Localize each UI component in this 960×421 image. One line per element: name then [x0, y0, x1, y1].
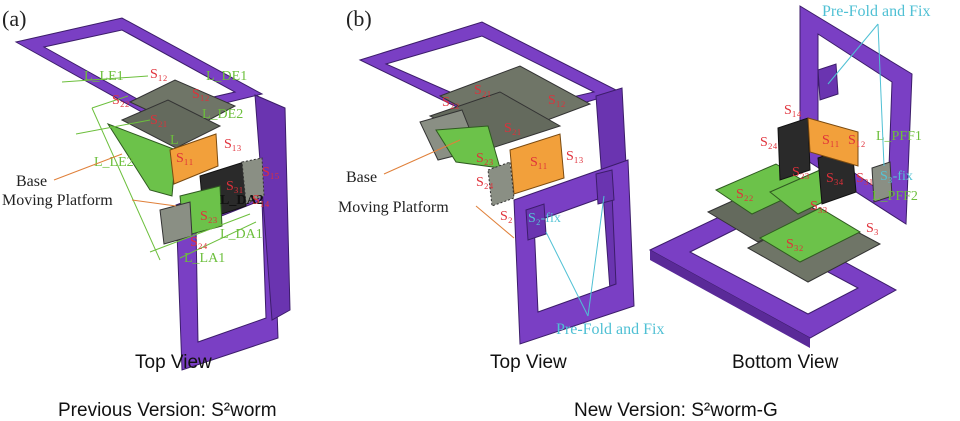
label-c-s34: S₃₄	[826, 171, 844, 186]
panel-a: (a) L_LE1 S₁₂ L_DE1	[2, 6, 291, 373]
label-a-lde2: L_DE2	[202, 107, 243, 122]
label-b-s23: S₂₃	[476, 151, 494, 166]
label-a-s12: S₁₂	[192, 87, 210, 102]
caption-new-version: New Version: S²worm-G	[574, 400, 778, 421]
fix-tab-c1	[817, 63, 839, 101]
label-b-s11: S₁₁	[530, 155, 548, 170]
label-c-lpff2: L_PFF2	[872, 189, 918, 204]
side-strip-a	[254, 94, 291, 321]
label-c-s23: S₂₃	[792, 165, 810, 180]
label-a-s11: S₁₁	[176, 151, 194, 166]
label-b-s24: S₂₄	[476, 175, 494, 190]
leader-base-a	[53, 153, 123, 181]
fix-tab-b2	[595, 169, 615, 205]
orange-plate-c	[807, 117, 859, 167]
dimension-lines-a	[61, 75, 257, 261]
green-plate-c2	[758, 207, 862, 263]
label-b-s13: S₁₃	[566, 149, 584, 164]
panel-bottom-view: S₁₄ S₁₁ S₁₂ S₂₄ S₂₃ S₃₄ S₃₁ S₂₂ S₃₃ S₃₂ …	[648, 3, 930, 373]
green-panel-a1	[106, 122, 177, 197]
panel-b: (b) S₂₂ S₂₁ S₁₂ S₂₁ S₂₃ S₁₁ S₁₃ S₂₄ S₂ S…	[338, 6, 664, 373]
gray-panel-b4	[487, 161, 515, 207]
label-c-s33: S₃₃	[810, 199, 828, 214]
label-b-s21: S₂₁	[474, 83, 492, 98]
label-b-s21b: S₂₁	[504, 121, 522, 136]
label-c-s14: S₁₄	[784, 103, 802, 118]
label-c-s32: S₃₂	[786, 237, 804, 252]
prefold-leaders-b	[545, 195, 605, 317]
leader-base-b	[383, 139, 461, 175]
annotation-moving-platform-b: Moving Platform	[338, 199, 449, 216]
leader-platform-b	[475, 205, 515, 239]
annotation-prefold-top: Pre-Fold and Fix	[822, 3, 930, 20]
label-a-s23: S₂₃	[200, 209, 218, 224]
label-b-s2: S₂	[500, 209, 513, 224]
label-c-s11: S₁₁	[822, 133, 840, 148]
floor-side-c	[650, 250, 810, 348]
label-a-lla1: L_LA1	[184, 251, 225, 266]
panel-letter-a: (a)	[2, 6, 26, 31]
label-a-s21: S₂₁	[150, 113, 168, 128]
label-b-s2fix: S₂-fix	[528, 211, 561, 226]
annotation-base-a: Base	[16, 173, 47, 190]
label-a-s13: S₁₃	[224, 137, 242, 152]
orange-panel-a	[169, 133, 219, 185]
label-a-s14: S₁₄	[252, 193, 270, 208]
label-c-lpff1: L_PFF1	[876, 129, 922, 144]
caption-previous-version: Previous Version: S²worm	[58, 400, 277, 421]
label-a-lle2: L_LE2	[94, 155, 134, 170]
label-c-s3fix: S₃-fix	[880, 169, 913, 184]
base-frame-a	[14, 17, 264, 121]
label-b-s22: S₂₂	[442, 95, 460, 110]
floor-frame-c	[648, 205, 898, 339]
label-a-s12-top: S₁₂	[150, 67, 168, 82]
caption-top-view-b: Top View	[490, 352, 567, 373]
panel-letter-b: (b)	[346, 6, 372, 31]
gray-panel-a2	[120, 99, 222, 149]
annotation-moving-platform-a: Moving Platform	[2, 192, 113, 209]
leader-platform-a	[131, 199, 177, 207]
caption-bottom-view: Bottom View	[732, 352, 839, 373]
label-c-s22: S₂₂	[736, 187, 754, 202]
label-b-s12: S₁₂	[548, 93, 566, 108]
label-a-s22: S₂₂	[112, 93, 130, 108]
label-c-s24: S₂₄	[760, 135, 778, 150]
fix-tab-b1	[525, 203, 547, 241]
label-a-s24: S₂₄	[190, 235, 208, 250]
caption-top-view-a: Top View	[135, 352, 212, 373]
label-c-s31: S₃₁	[856, 171, 874, 186]
annotation-base-b: Base	[346, 169, 377, 186]
label-a-s15: S₁₅	[262, 165, 280, 180]
prefold-leaders-c	[827, 23, 885, 167]
label-c-s3: S₃	[866, 221, 879, 236]
label-a-lle1: L_LE1	[84, 69, 124, 84]
label-a-l-mid: L	[170, 133, 179, 148]
gray-panel-a4	[241, 157, 265, 205]
label-a-lde1: L_DE1	[206, 69, 247, 84]
orange-panel-b	[509, 133, 565, 195]
annotation-prefold-bottom: Pre-Fold and Fix	[556, 321, 664, 338]
label-a-s31: S₃₁	[226, 179, 244, 194]
label-c-s12: S₁₂	[848, 133, 866, 148]
black-plate-c1	[777, 117, 811, 181]
label-a-lda1: L_DA1	[220, 227, 263, 242]
label-a-lda2: L_DA2	[220, 193, 264, 208]
